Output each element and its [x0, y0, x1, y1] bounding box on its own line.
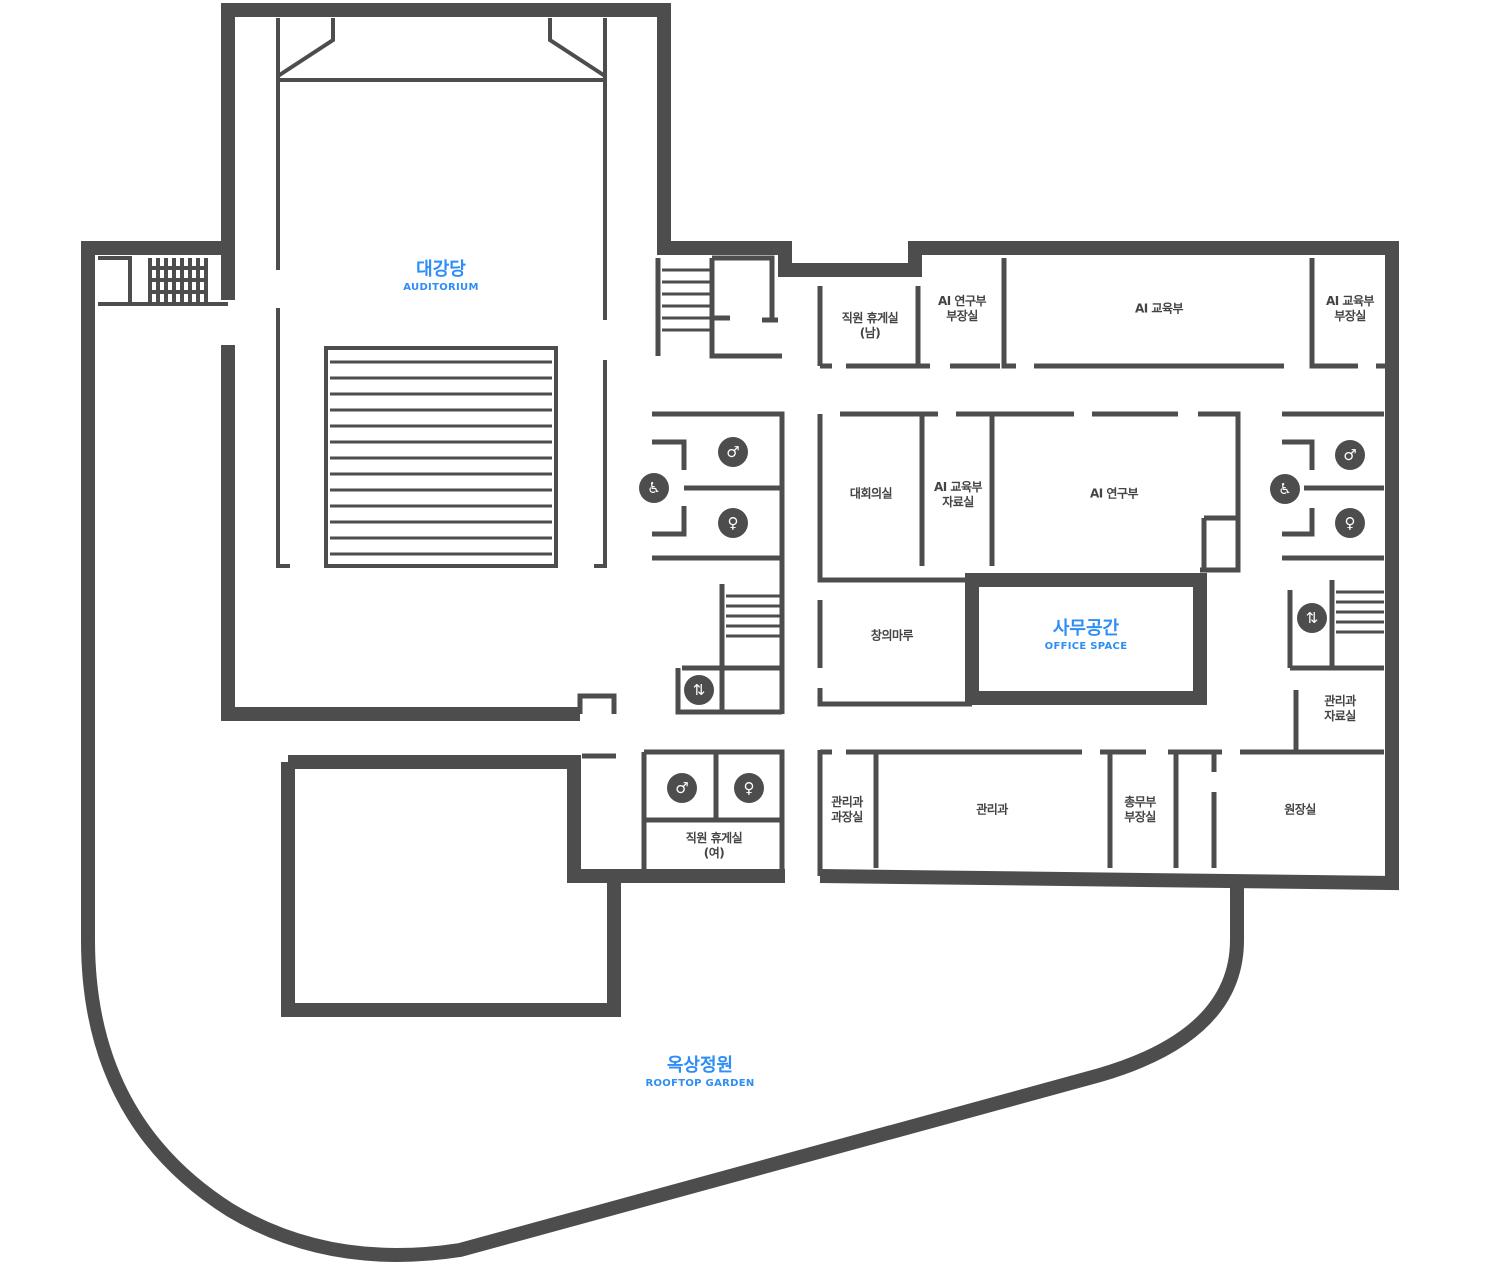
male-restroom-icon: ♂ — [667, 773, 697, 803]
accessible-restroom-icon: ♿ — [639, 473, 669, 503]
room-general-head[interactable]: 총무부 부장실 — [1124, 795, 1156, 824]
zone-auditorium-ko: 대강당 — [416, 259, 466, 280]
zone-office[interactable]: 사무공간 OFFICE SPACE — [1045, 618, 1128, 654]
female-restroom-icon: ♀ — [718, 508, 748, 538]
room-director[interactable]: 원장실 — [1284, 802, 1316, 817]
outer-wall-left — [221, 345, 580, 721]
room-ai-research-head[interactable]: AI 연구부 부장실 — [937, 294, 987, 323]
zone-office-en: OFFICE SPACE — [1044, 641, 1128, 652]
female-restroom-icon: ♀ — [1335, 508, 1365, 538]
accessible-restroom-icon: ♿ — [1270, 474, 1300, 504]
elevator-icon: ⇅ — [684, 675, 714, 705]
room-staff-lounge-f[interactable]: 직원 휴게실 (여) — [685, 831, 743, 860]
room-ai-edu-head[interactable]: AI 교육부 부장실 — [1325, 294, 1375, 323]
elevator-icon: ⇅ — [1297, 603, 1327, 633]
room-staff-lounge-m[interactable]: 직원 휴게실 (남) — [841, 311, 899, 340]
room-mgmt-chief[interactable]: 관리과 과장실 — [831, 795, 863, 824]
room-mgmt[interactable]: 관리과 — [976, 802, 1008, 817]
room-ai-edu[interactable]: AI 교육부 — [1134, 301, 1184, 316]
zone-garden[interactable]: 옥상정원 ROOFTOP GARDEN — [645, 1055, 754, 1091]
office-core — [965, 573, 1207, 705]
zone-auditorium-en: AUDITORIUM — [403, 282, 479, 293]
room-creative[interactable]: 창의마루 — [870, 628, 914, 643]
west-wall — [81, 241, 1244, 1262]
outer-wall — [221, 3, 1399, 891]
zone-auditorium[interactable]: 대강당 AUDITORIUM — [403, 259, 478, 295]
male-restroom-icon: ♂ — [718, 437, 748, 467]
room-ai-research[interactable]: AI 연구부 — [1089, 486, 1139, 501]
female-restroom-icon: ♀ — [734, 773, 764, 803]
room-ai-edu-archive[interactable]: AI 교육부 자료실 — [933, 480, 983, 509]
zone-office-ko: 사무공간 — [1052, 618, 1120, 639]
stage — [324, 346, 558, 568]
garden-box — [281, 755, 785, 1017]
room-mgmt-archive[interactable]: 관리과 자료실 — [1324, 694, 1356, 723]
zone-garden-en: ROOFTOP GARDEN — [645, 1078, 755, 1089]
male-restroom-icon: ♂ — [1335, 440, 1365, 470]
zone-garden-ko: 옥상정원 — [666, 1055, 734, 1076]
room-conference[interactable]: 대회의실 — [849, 486, 893, 501]
